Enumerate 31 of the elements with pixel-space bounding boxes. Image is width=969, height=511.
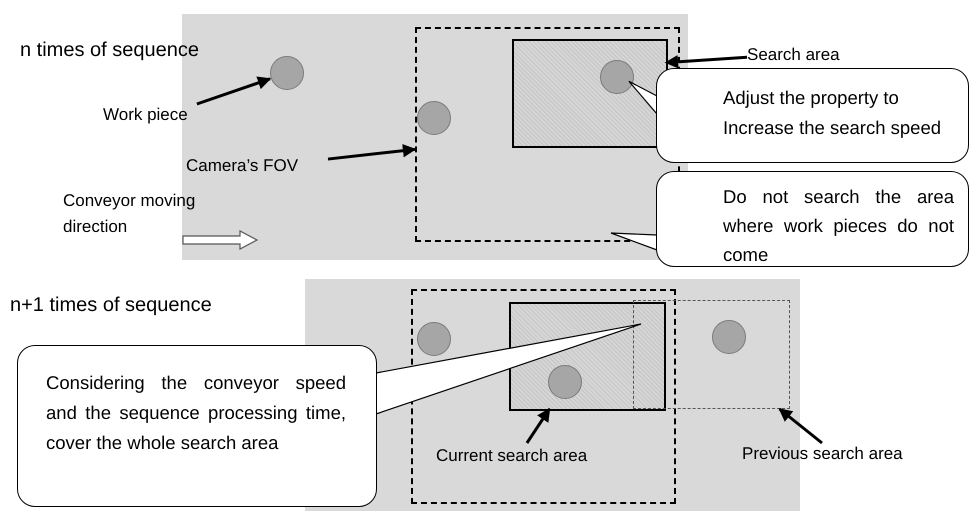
callout-pointer	[610, 232, 658, 251]
arrow	[664, 55, 748, 69]
arrow	[328, 144, 416, 161]
pointer-label: Search area	[747, 44, 877, 68]
pointer-label: Work piece	[103, 104, 221, 128]
callout-text: Adjust the property to Increase the search speed	[723, 86, 942, 140]
work-piece-disc	[417, 101, 451, 135]
arrow	[196, 76, 272, 106]
callout-bubble	[656, 68, 969, 163]
work-piece-disc	[548, 365, 582, 399]
callout-pointer	[628, 80, 658, 116]
pointer-label: Camera’s FOV	[186, 155, 328, 179]
callout-text: Do not search the area where work pieces do not come	[723, 185, 954, 267]
work-piece-disc	[600, 60, 634, 94]
direction-caption: Conveyor moving direction	[63, 190, 196, 238]
work-piece-disc	[712, 320, 746, 354]
search-area-region	[509, 302, 666, 411]
work-piece-disc	[417, 322, 451, 356]
callout-text: Considering the conveyor speed and the sequence processing time, cover the whole search area	[46, 371, 346, 455]
callout-pointer	[375, 323, 642, 415]
callout-bubble	[656, 171, 969, 267]
sequence-heading: n+1 times of sequence	[10, 293, 212, 317]
arrow	[778, 408, 823, 444]
work-piece-disc	[270, 56, 304, 90]
sequence-heading: n times of sequence	[20, 38, 199, 62]
pointer-label: Current search area	[436, 445, 606, 469]
callout-bubble	[17, 345, 377, 507]
search-area-region	[512, 39, 668, 148]
arrow	[526, 408, 551, 444]
search-area-outline	[633, 300, 790, 409]
pointer-label: Previous search area	[742, 443, 932, 467]
